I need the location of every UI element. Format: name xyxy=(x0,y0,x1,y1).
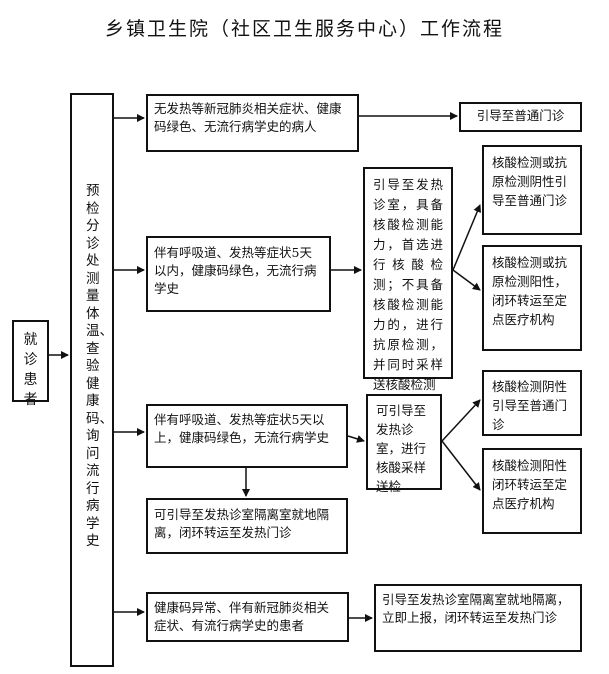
page-title: 乡镇卫生院（社区卫生服务中心）工作流程 xyxy=(104,18,504,40)
case3-alternative: 可引导至发热诊室隔离室就地隔离，闭环转运至发热门诊 xyxy=(154,507,330,540)
case3-negative-box: 核酸检测阴性引导至普通门诊 xyxy=(482,370,582,436)
arrow-case2-negative xyxy=(452,204,482,271)
case3-action-box: 可引导至发热诊室，进行核酸采样送检 xyxy=(366,394,442,494)
case2-negative-outcome: 核酸检测或抗原检测阴性引导至普通门诊 xyxy=(492,155,568,208)
case3-action: 可引导至发热诊室，进行核酸采样送检 xyxy=(376,403,427,494)
case4-condition: 健康码异常、伴有新冠肺炎相关症状、有流行病学史的患者 xyxy=(154,600,330,633)
arrow-case3-action xyxy=(347,435,365,443)
case3-condition-box: 伴有呼吸道、发热等症状5天以上，健康码绿色，无流行病学史 xyxy=(146,404,348,468)
case1-condition: 无发热等新冠肺炎相关症状、健康码绿色、无流行病学史的病人 xyxy=(154,101,342,134)
case3-positive-box: 核酸检测阳性闭环转运至定点医疗机构 xyxy=(482,448,582,534)
case4-condition-box: 健康码异常、伴有新冠肺炎相关症状、有流行病学史的患者 xyxy=(146,592,349,642)
arrow-case3-negative xyxy=(441,399,481,442)
case2-condition: 伴有呼吸道、发热等症状5天以内，健康码绿色，无流行病学史 xyxy=(154,245,317,296)
case3-condition: 伴有呼吸道、发热等症状5天以上，健康码绿色，无流行病学史 xyxy=(154,412,330,445)
case3-alternative-box: 可引导至发热诊室隔离室就地隔离，闭环转运至发热门诊 xyxy=(146,498,348,554)
arrow-case2-positive xyxy=(452,269,481,291)
case2-positive-outcome: 核酸检测或抗原检测阳性，闭环转运至定点医疗机构 xyxy=(492,255,568,327)
triage-label: 预检分诊处测量体温、查验健康码、询问流行病学史 xyxy=(86,183,113,549)
arrow-case3-positive xyxy=(441,440,481,491)
case1-action: 引导至普通门诊 xyxy=(476,108,565,123)
case4-action: 引导至发热诊室隔离室就地隔离，立即上报，闭环转运至发热门诊 xyxy=(382,592,570,625)
case2-negative-box: 核酸检测或抗原检测阴性引导至普通门诊 xyxy=(482,145,582,235)
case1-action-box: 引导至普通门诊 xyxy=(459,102,582,132)
case2-positive-box: 核酸检测或抗原检测阳性，闭环转运至定点医疗机构 xyxy=(482,245,582,351)
case2-action: 引导至发热诊室，具备核酸检测能力，首选进行核酸检测；不具备核酸检测能力的，进行抗… xyxy=(373,177,443,392)
triage-box: 预检分诊处测量体温、查验健康码、询问流行病学史 xyxy=(70,93,114,667)
case3-negative-outcome: 核酸检测阴性引导至普通门诊 xyxy=(492,379,568,432)
case1-condition-box: 无发热等新冠肺炎相关症状、健康码绿色、无流行病学史的病人 xyxy=(146,94,359,152)
patient-box: 就诊患者 xyxy=(12,320,49,408)
patient-label: 就诊患者 xyxy=(23,332,38,408)
case4-action-box: 引导至发热诊室隔离室就地隔离，立即上报，闭环转运至发热门诊 xyxy=(374,584,582,652)
case2-action-box: 引导至发热诊室，具备核酸检测能力，首选进行核酸检测；不具备核酸检测能力的，进行抗… xyxy=(363,167,453,392)
case3-positive-outcome: 核酸检测阳性闭环转运至定点医疗机构 xyxy=(492,458,568,511)
case2-condition-box: 伴有呼吸道、发热等症状5天以内，健康码绿色，无流行病学史 xyxy=(146,236,331,312)
